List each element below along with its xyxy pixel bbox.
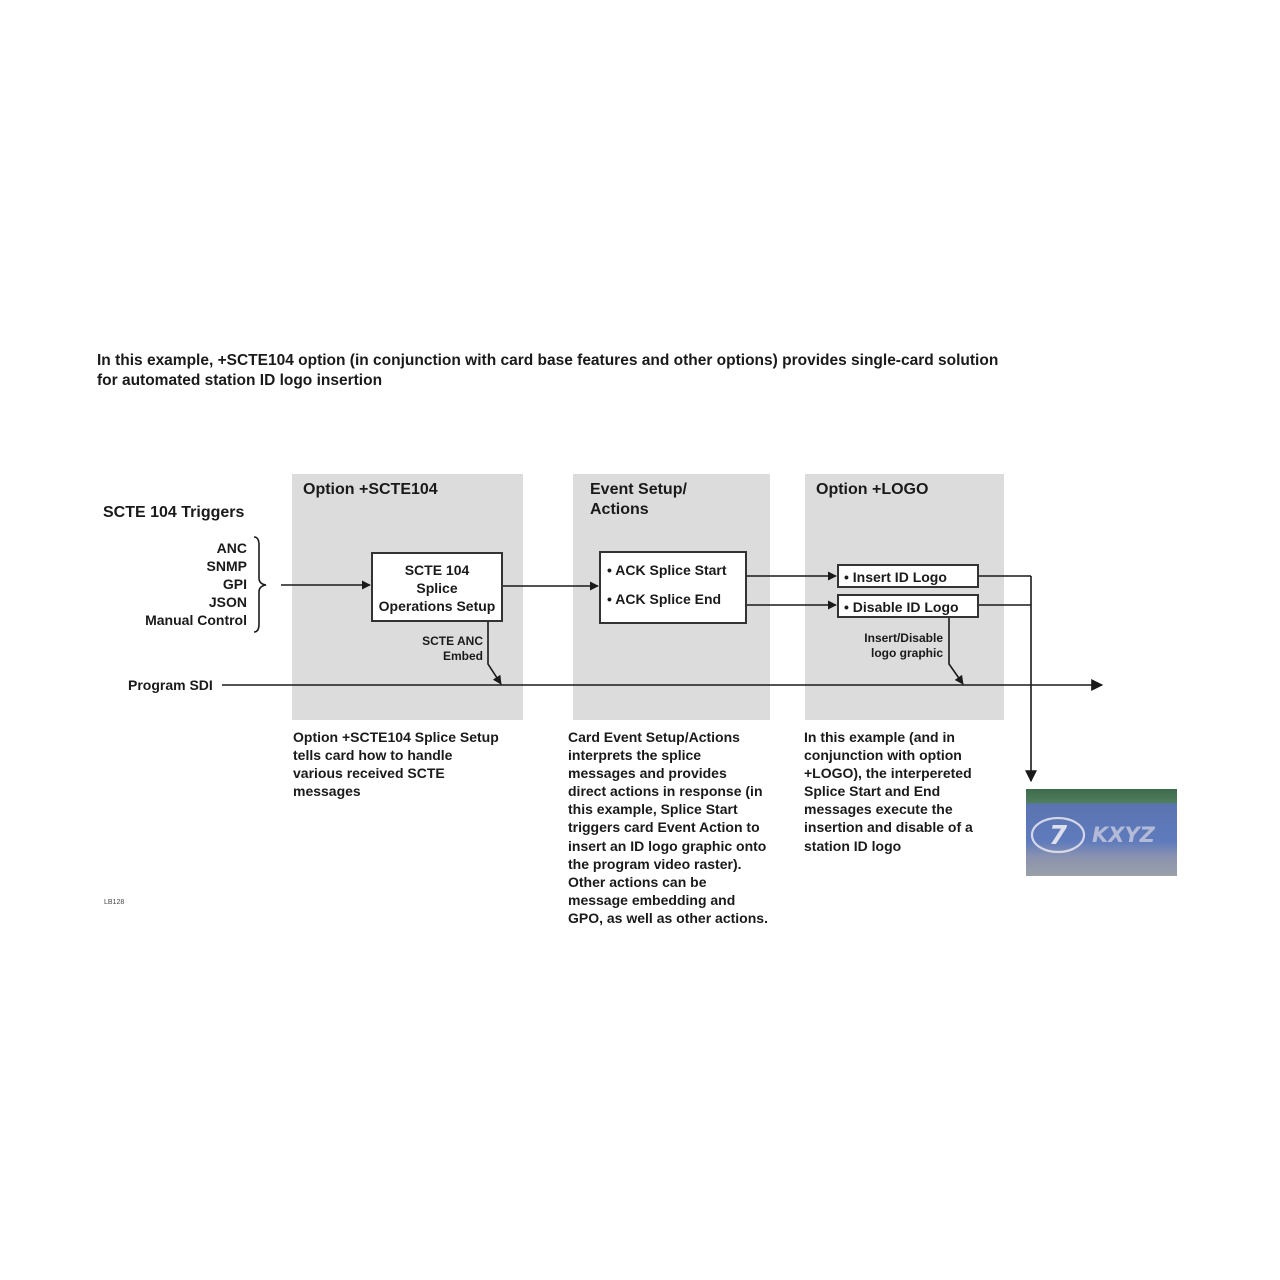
event-desc-line-3: messages and provides: [568, 765, 727, 782]
scte104-description: Option +SCTE104 Splice Setup tells card …: [293, 728, 533, 800]
arrow-logo-graphic: [948, 618, 964, 685]
event-actions-box: • ACK Splice Start • ACK Splice End: [599, 551, 747, 624]
figure-id: LB128: [104, 899, 125, 906]
arrow-anc-embed: [487, 622, 502, 685]
scte104-panel-title: Option +SCTE104: [303, 481, 438, 498]
event-description: Card Event Setup/Actions interprets the …: [568, 728, 793, 927]
event-desc-line-6: triggers card Event Action to: [568, 819, 760, 836]
logo-desc-line-6: insertion and disable of a: [804, 819, 973, 836]
trigger-json: JSON: [208, 594, 247, 610]
event-desc-line-2: interprets the splice: [568, 747, 702, 764]
disable-id-logo-box: • Disable ID Logo: [837, 594, 979, 618]
caption-line-2: for automated station ID logo insertion: [97, 372, 383, 389]
insert-id-logo-box: • Insert ID Logo: [837, 564, 979, 588]
logo-desc-line-5: messages execute the: [804, 801, 953, 818]
triggers-title: SCTE 104 Triggers: [103, 504, 245, 521]
trigger-gpi: GPI: [222, 576, 247, 592]
program-sdi-label: Program SDI: [128, 677, 213, 693]
graphic-label-line-1: Insert/Disable: [864, 631, 943, 645]
station-logo-graphic: 7 KXYZ: [1030, 816, 1156, 854]
logo-desc-line-2: conjunction with option: [804, 747, 962, 764]
logo-item-disable: • Disable ID Logo: [844, 599, 959, 615]
anc-label-line-2: Embed: [442, 649, 483, 663]
scte104-splice-setup-box: SCTE 104 Splice Operations Setup: [371, 552, 503, 622]
logo-desc-line-4: Splice Start and End: [804, 783, 941, 800]
event-desc-line-1: Card Event Setup/Actions: [568, 729, 740, 745]
logo-panel-title: Option +LOGO: [816, 481, 929, 498]
event-item-ack-splice-start: • ACK Splice Start: [607, 562, 727, 578]
figure-caption: In this example, +SCTE104 option (in con…: [97, 351, 1077, 391]
station-logo-image: 7 KXYZ: [1026, 789, 1177, 876]
trigger-list: ANC SNMP GPI JSON Manual Control: [100, 539, 247, 629]
event-desc-line-11: GPO, as well as other actions.: [568, 909, 768, 926]
trigger-anc: ANC: [216, 540, 247, 556]
logo-desc-line-3: +LOGO), the interpereted: [804, 765, 972, 782]
scte104-box-line-3: Operations Setup: [378, 598, 496, 614]
scte104-box-line-2: Splice: [416, 580, 458, 596]
logo-desc-line-1: In this example (and in: [804, 729, 955, 745]
event-desc-line-5: this example, Splice Start: [568, 801, 738, 818]
anc-label-line-1: SCTE ANC: [422, 634, 483, 648]
logo-desc-line-7: station ID logo: [804, 837, 902, 854]
logo-description: In this example (and in conjunction with…: [804, 728, 1014, 855]
logo-channel-number: 7: [1049, 821, 1068, 851]
scte-anc-embed-label: SCTE ANC Embed: [400, 634, 483, 664]
scte104-box-line-1: SCTE 104: [404, 562, 470, 578]
event-panel-title: Event Setup/ Actions: [590, 480, 687, 520]
graphic-label-line-2: logo graphic: [871, 646, 943, 660]
scte104-desc-line-1: Option +SCTE104 Splice Setup: [293, 729, 499, 745]
event-desc-line-4: direct actions in response (in: [568, 783, 763, 800]
caption-line-1: In this example, +SCTE104 option (in con…: [97, 352, 999, 369]
trigger-snmp: SNMP: [206, 558, 247, 574]
event-desc-line-8: the program video raster).: [568, 855, 742, 872]
event-title-line-1: Event Setup/: [590, 481, 687, 498]
event-desc-line-7: insert an ID logo graphic onto: [568, 837, 767, 854]
logo-call-letters: KXYZ: [1092, 823, 1156, 847]
event-item-ack-splice-end: • ACK Splice End: [607, 591, 722, 607]
event-title-line-2: Actions: [590, 501, 649, 518]
scte104-desc-line-4: messages: [293, 783, 361, 800]
trigger-brace: [253, 536, 267, 633]
logo-item-insert: • Insert ID Logo: [844, 569, 947, 585]
trigger-manual-control: Manual Control: [145, 612, 247, 628]
event-desc-line-9: Other actions can be: [568, 873, 707, 890]
scte104-desc-line-3: various received SCTE: [293, 765, 445, 782]
event-desc-line-10: message embedding and: [568, 891, 736, 908]
scte104-desc-line-2: tells card how to handle: [293, 747, 453, 764]
logo-graphic-label: Insert/Disable logo graphic: [840, 631, 943, 661]
